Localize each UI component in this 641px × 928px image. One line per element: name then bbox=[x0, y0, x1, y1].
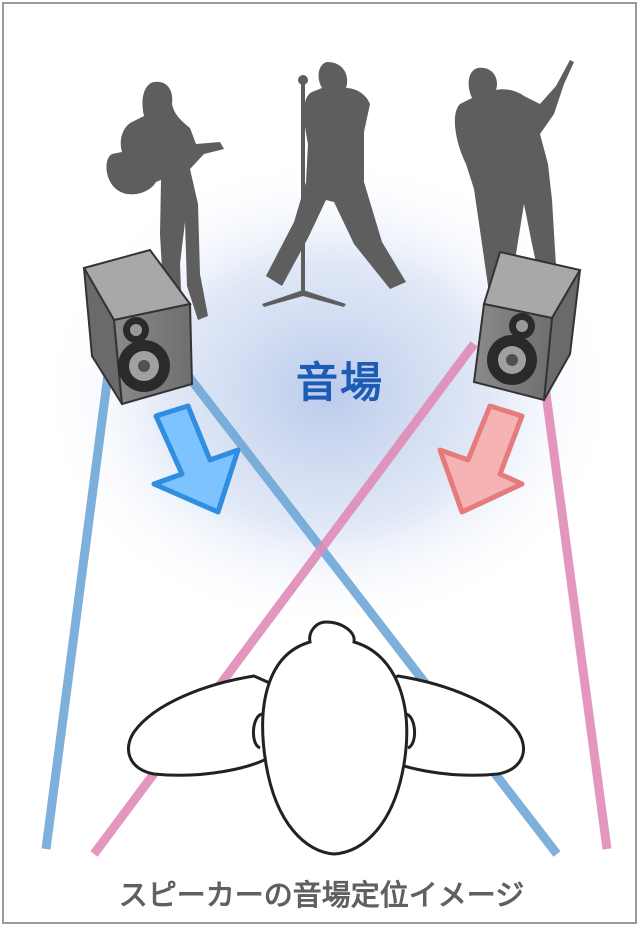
speaker-left-icon bbox=[82, 248, 194, 406]
soundstage-diagram bbox=[39, 60, 619, 857]
vocalist-icon bbox=[262, 62, 406, 307]
diagram-caption: スピーカーの音場定位イメージ bbox=[118, 878, 525, 912]
guitarist-left-icon bbox=[106, 81, 224, 321]
bassist-right-icon bbox=[454, 60, 574, 304]
speaker-right-icon bbox=[472, 250, 582, 402]
soundstage-glow bbox=[39, 154, 619, 634]
left-sound-arrow-icon bbox=[151, 403, 241, 515]
soundstage-label: 音場 bbox=[295, 358, 384, 407]
right-sound-arrow-icon bbox=[437, 403, 525, 515]
listener-icon bbox=[127, 620, 525, 856]
